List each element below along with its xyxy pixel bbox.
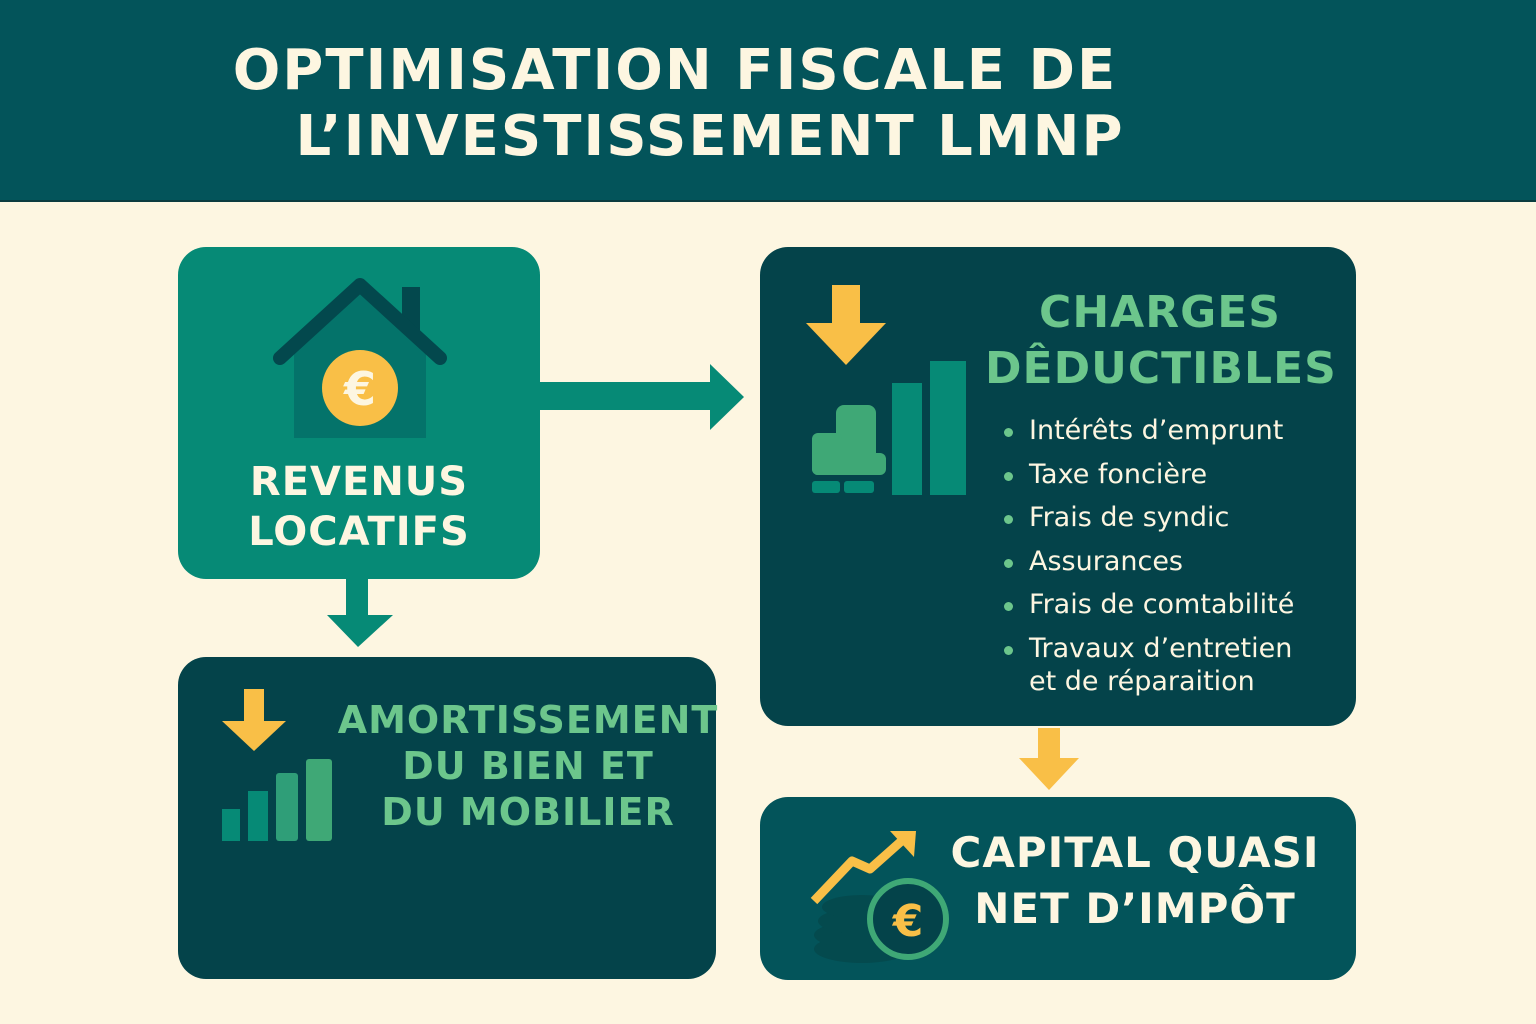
capital-title: CAPITAL QUASI NET D’IMPÔT (930, 825, 1340, 937)
house-euro-icon: € (273, 278, 447, 438)
node-charges-deductibles: CHARGES DÊDUCTIBLES Intérêts d’emprunt T… (760, 247, 1356, 726)
title-line-1: OPTIMISATION FISCALE DE (232, 38, 1118, 103)
revenus-label: REVENUS LOCATIFS (178, 457, 540, 557)
capital-title-line-2: NET D’IMPÔT (974, 884, 1296, 933)
charges-title-line-2: DÊDUCTIBLES (985, 343, 1337, 394)
charges-title-line-1: CHARGES (1039, 287, 1281, 338)
node-capital-net: € CAPITAL QUASI NET D’IMPÔT (760, 797, 1356, 980)
list-item-text: Taxe foncière (1029, 458, 1208, 490)
list-item-text: Assurances (1029, 545, 1183, 577)
list-item-text: Frais de syndic (1029, 502, 1230, 533)
charges-title: CHARGES DÊDUCTIBLES (985, 285, 1337, 397)
amortissement-title: AMORTISSEMENT DU BIEN ET DU MOBILIER (318, 697, 738, 835)
list-item-text: Frais de comtabilité (1029, 589, 1295, 620)
svg-text:€: € (343, 362, 376, 416)
list-item-continuation: et de réparaition (1029, 666, 1255, 697)
revenus-label-line-2: LOCATIFS (248, 509, 470, 555)
arrow-down-icon (327, 579, 393, 647)
arrow-down-yellow-icon (1019, 728, 1079, 790)
list-item: Assurances (1004, 540, 1294, 584)
list-item: Intérêts d’emprunt (1004, 409, 1294, 453)
list-item-text: Travaux d’entretien (1029, 632, 1293, 664)
amortissement-title-line-3: DU MOBILIER (381, 790, 675, 834)
arrow-right-icon (540, 364, 744, 430)
list-item-text: Intérêts d’emprunt (1029, 415, 1284, 446)
amortissement-title-line-2: DU BIEN ET (402, 744, 654, 788)
node-revenus-locatifs: € REVENUS LOCATIFS (178, 247, 540, 579)
coins-euro-trend-up-icon: € (810, 831, 949, 963)
list-item: Frais de comtabilité (1004, 583, 1294, 627)
list-item: Frais de syndic (1004, 496, 1294, 540)
armchair-bar-chart-down-arrow-icon (806, 285, 966, 495)
bar-chart-down-arrow-icon (222, 689, 332, 841)
capital-title-line-1: CAPITAL QUASI (950, 828, 1320, 877)
list-item: Taxe foncière (1004, 453, 1294, 497)
page-title: OPTIMISATION FISCALE DE L’INVESTISSEMENT… (0, 38, 1350, 170)
amortissement-title-line-1: AMORTISSEMENT (337, 698, 719, 742)
svg-text:€: € (892, 896, 924, 947)
title-line-2: L’INVESTISSEMENT LMNP (295, 104, 1125, 169)
header-banner: OPTIMISATION FISCALE DE L’INVESTISSEMENT… (0, 0, 1536, 202)
charges-list: Intérêts d’emprunt Taxe foncière Frais d… (1004, 409, 1294, 700)
node-amortissement: AMORTISSEMENT DU BIEN ET DU MOBILIER (178, 657, 717, 979)
revenus-label-line-1: REVENUS (249, 459, 469, 505)
